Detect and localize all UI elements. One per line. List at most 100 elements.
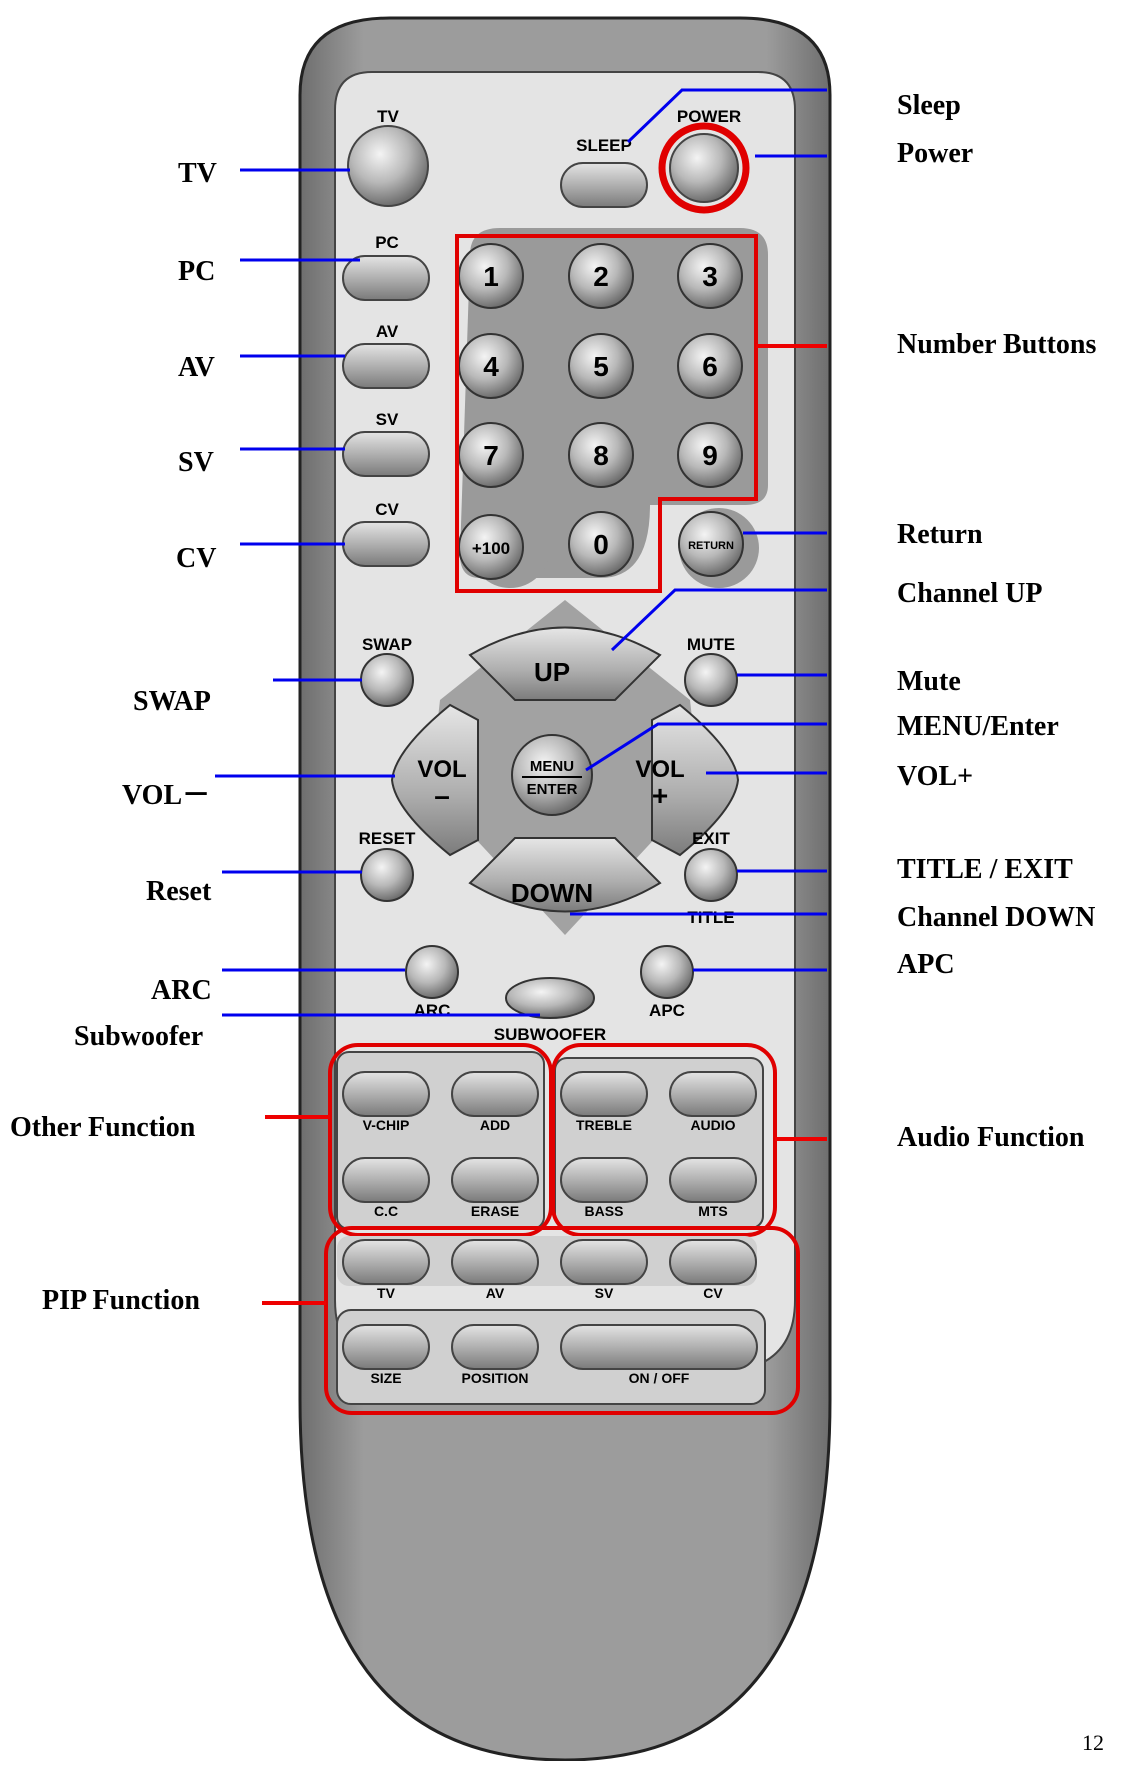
number-button-7[interactable]: 7 — [458, 422, 524, 488]
mute-button[interactable] — [684, 653, 738, 707]
callout-return: Return — [897, 519, 983, 550]
channel-up-button[interactable]: UP — [468, 626, 662, 701]
digit-label: 8 — [593, 440, 609, 471]
return-label: RETURN — [688, 540, 734, 552]
cv-button[interactable] — [342, 521, 430, 567]
vol-minus-sign: – — [434, 780, 450, 811]
callout-title-exit: TITLE / EXIT — [897, 854, 1073, 885]
vchip-button[interactable] — [342, 1071, 430, 1117]
number-button-4[interactable]: 4 — [458, 333, 524, 399]
bass-label: BASS — [585, 1203, 624, 1219]
page-number: 12 — [1082, 1730, 1104, 1755]
position-label: POSITION — [462, 1370, 529, 1386]
up-label: UP — [534, 657, 570, 687]
number-buttons-highlight — [455, 234, 758, 593]
sleep-button-label: SLEEP — [576, 136, 632, 155]
apc-button[interactable] — [640, 945, 694, 999]
arc-button[interactable] — [405, 945, 459, 999]
pc-button-label: PC — [375, 233, 399, 252]
mts-button[interactable] — [669, 1157, 757, 1203]
callout-reset: Reset — [146, 876, 212, 907]
channel-down-button[interactable]: DOWN — [468, 837, 662, 913]
pip-onoff-button[interactable] — [560, 1324, 758, 1370]
position-button[interactable] — [451, 1324, 539, 1370]
callout-vol-plus: VOL+ — [897, 761, 974, 792]
audio-label: AUDIO — [690, 1117, 735, 1133]
plus100-button[interactable]: +100 — [458, 514, 524, 580]
plus100-label: +100 — [472, 539, 510, 558]
add-label: ADD — [480, 1117, 510, 1133]
power-button-label: POWER — [677, 107, 741, 126]
sleep-button[interactable] — [560, 162, 648, 208]
callout-cv: CV — [176, 543, 217, 574]
number-button-2[interactable]: 2 — [568, 243, 634, 309]
power-button-ring — [658, 122, 750, 214]
volume-up-button[interactable]: VOL + — [635, 703, 740, 857]
tv-button[interactable] — [347, 125, 429, 207]
reset-button[interactable] — [360, 848, 414, 902]
return-button[interactable]: RETURN — [678, 511, 744, 577]
callout-subwoofer: Subwoofer — [74, 1021, 204, 1052]
erase-label: ERASE — [471, 1203, 519, 1219]
pip-function-highlight — [324, 1226, 800, 1415]
mute-button-label: MUTE — [687, 635, 735, 654]
pip-av-button[interactable] — [451, 1239, 539, 1285]
exit-button[interactable] — [684, 848, 738, 902]
pip-av-label: AV — [486, 1285, 505, 1301]
exit-button-label: EXIT — [692, 829, 730, 848]
number-button-3[interactable]: 3 — [677, 243, 743, 309]
subwoofer-button[interactable] — [505, 977, 595, 1019]
bass-button[interactable] — [560, 1157, 648, 1203]
sv-button[interactable] — [342, 431, 430, 477]
callout-lines — [215, 88, 827, 1017]
treble-label: TREBLE — [576, 1117, 632, 1133]
cc-label: C.C — [374, 1203, 398, 1219]
audio-button[interactable] — [669, 1071, 757, 1117]
size-button[interactable] — [342, 1324, 430, 1370]
pip-sv-label: SV — [595, 1285, 614, 1301]
numpad-backdrop — [460, 228, 768, 578]
av-button[interactable] — [342, 343, 430, 389]
digit-label: 1 — [483, 261, 499, 292]
number-button-0[interactable]: 0 — [568, 511, 634, 577]
arc-button-label: ARC — [414, 1001, 451, 1020]
cc-button[interactable] — [342, 1157, 430, 1203]
subwoofer-button-label: SUBWOOFER — [494, 1025, 606, 1044]
callout-number-buttons: Number Buttons — [897, 329, 1097, 360]
reset-button-label: RESET — [359, 829, 416, 848]
callout-power: Power — [897, 138, 974, 169]
callout-mute: Mute — [897, 666, 961, 697]
callout-channel-up: Channel UP — [897, 578, 1043, 609]
vchip-label: V-CHIP — [363, 1117, 410, 1133]
number-button-8[interactable]: 8 — [568, 422, 634, 488]
volume-down-button[interactable]: VOL – — [390, 703, 479, 857]
add-button[interactable] — [451, 1071, 539, 1117]
vol-plus-label: VOL — [635, 756, 684, 783]
callout-vol-minus: VOL－ — [122, 780, 211, 811]
digit-label: 0 — [593, 529, 609, 560]
digit-label: 6 — [702, 351, 718, 382]
callout-sv: SV — [178, 447, 214, 478]
number-button-6[interactable]: 6 — [677, 333, 743, 399]
menu-label: MENU — [530, 758, 574, 775]
pip-tv-button[interactable] — [342, 1239, 430, 1285]
power-button[interactable] — [669, 133, 739, 203]
number-button-1[interactable]: 1 — [458, 243, 524, 309]
pip-cv-label: CV — [703, 1285, 723, 1301]
number-button-5[interactable]: 5 — [568, 333, 634, 399]
pc-button[interactable] — [342, 255, 430, 301]
onoff-label: ON / OFF — [629, 1370, 690, 1386]
menu-enter-button[interactable]: MENU ENTER — [511, 734, 593, 816]
number-button-9[interactable]: 9 — [677, 422, 743, 488]
swap-button[interactable] — [360, 653, 414, 707]
size-label: SIZE — [370, 1370, 401, 1386]
callout-menu-enter: MENU/Enter — [897, 711, 1059, 742]
callout-swap: SWAP — [133, 686, 211, 717]
pip-cv-button[interactable] — [669, 1239, 757, 1285]
down-label: DOWN — [511, 878, 593, 908]
mts-label: MTS — [698, 1203, 728, 1219]
erase-button[interactable] — [451, 1157, 539, 1203]
pip-sv-button[interactable] — [560, 1239, 648, 1285]
treble-button[interactable] — [560, 1071, 648, 1117]
